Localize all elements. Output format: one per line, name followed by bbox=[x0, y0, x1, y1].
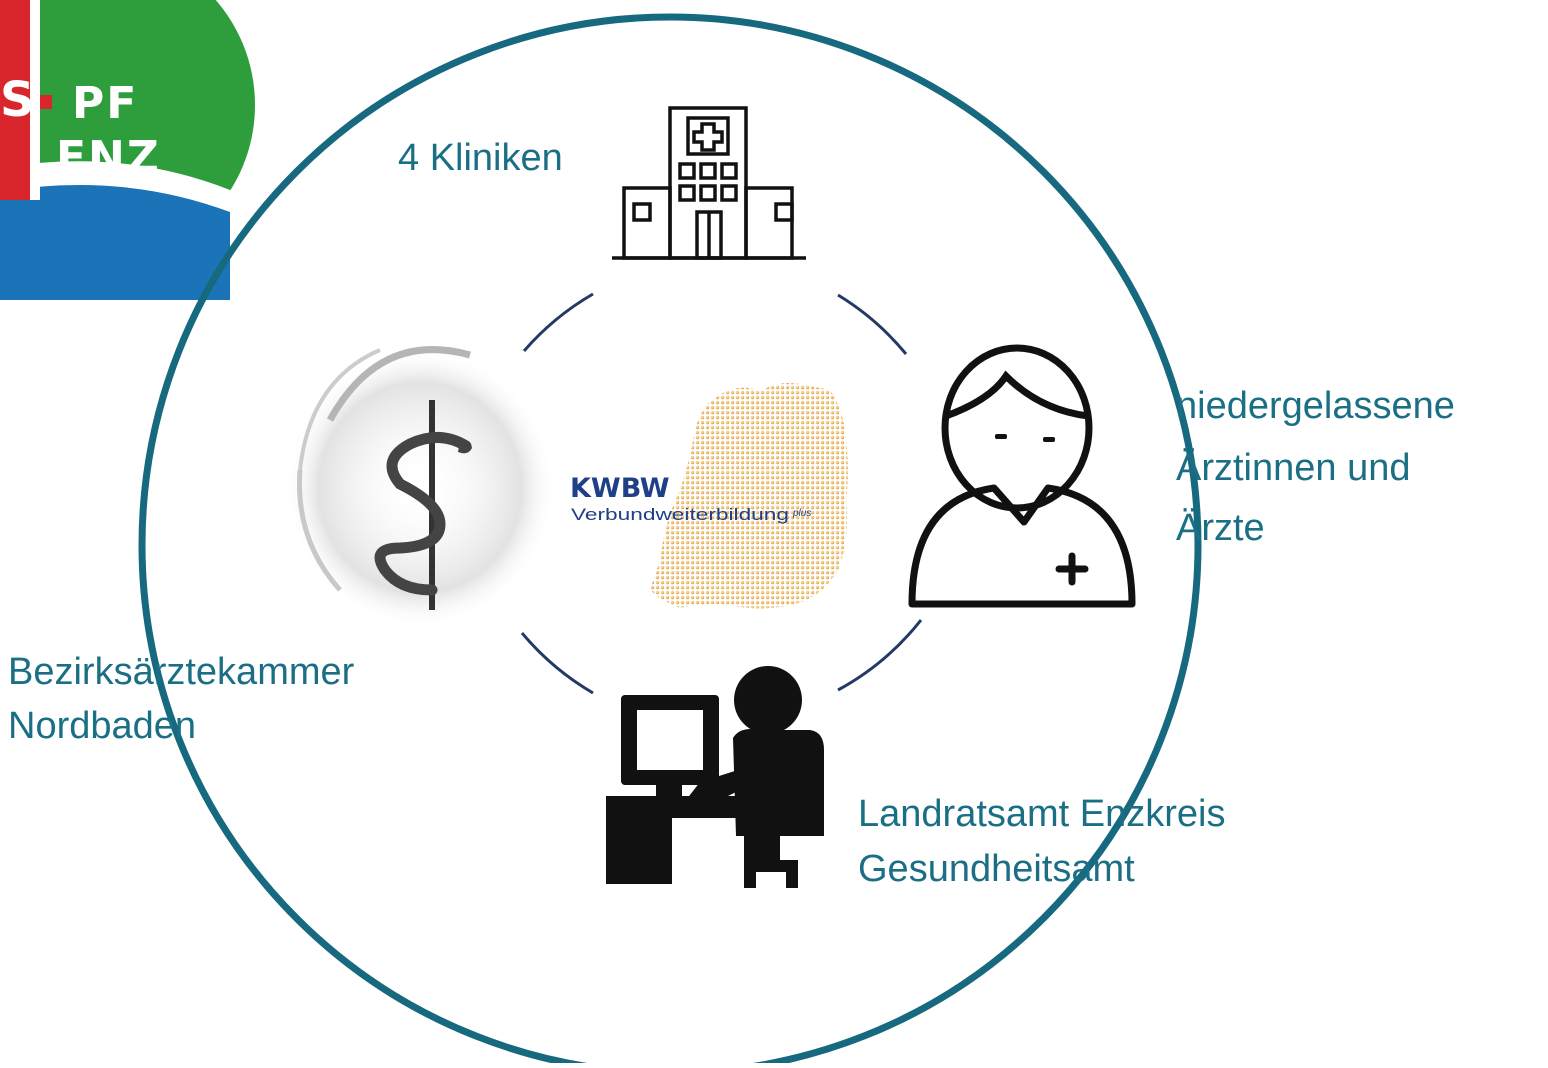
inner-connector-arcs bbox=[520, 292, 923, 695]
landratsamt-label-line-1: Landratsamt Enzkreis bbox=[858, 793, 1226, 835]
baden-wuerttemberg-dot-map bbox=[650, 383, 848, 609]
office-worker-icon bbox=[606, 666, 824, 888]
outer-ring bbox=[138, 13, 1202, 1068]
hospital-icon bbox=[612, 106, 806, 260]
kliniken-label: 4 Kliniken bbox=[398, 137, 563, 179]
landratsamt-label-line-2: Gesundheitsamt bbox=[858, 848, 1135, 890]
kammer-label-line-2: Nordbaden bbox=[8, 705, 197, 747]
kammer-label-line-1: Bezirksärztekammer bbox=[8, 651, 355, 693]
logo-line-2: ENZ bbox=[56, 132, 161, 183]
aerzte-label-line-2: Ärztinnen und bbox=[1176, 447, 1411, 489]
doctor-eyes bbox=[995, 434, 1055, 442]
kwbw-subtitle: Verbundweiterbildung bbox=[571, 505, 789, 524]
logo-letter-s: S bbox=[0, 72, 35, 128]
aerzte-label-line-1: niedergelassene bbox=[1176, 385, 1455, 427]
kwbw-logo: KWBW Verbundweiterbildung plus bbox=[570, 383, 848, 609]
aerzte-label-line-3: Ärzte bbox=[1176, 507, 1265, 549]
kwbw-plus: plus bbox=[792, 508, 811, 519]
pforzheim-enz-logo bbox=[0, 0, 255, 300]
logo-line-1: PF bbox=[72, 78, 139, 129]
doctor-icon bbox=[908, 344, 1136, 608]
aesculapian-staff-icon bbox=[285, 346, 555, 628]
kwbw-brand: KWBW bbox=[570, 473, 670, 504]
